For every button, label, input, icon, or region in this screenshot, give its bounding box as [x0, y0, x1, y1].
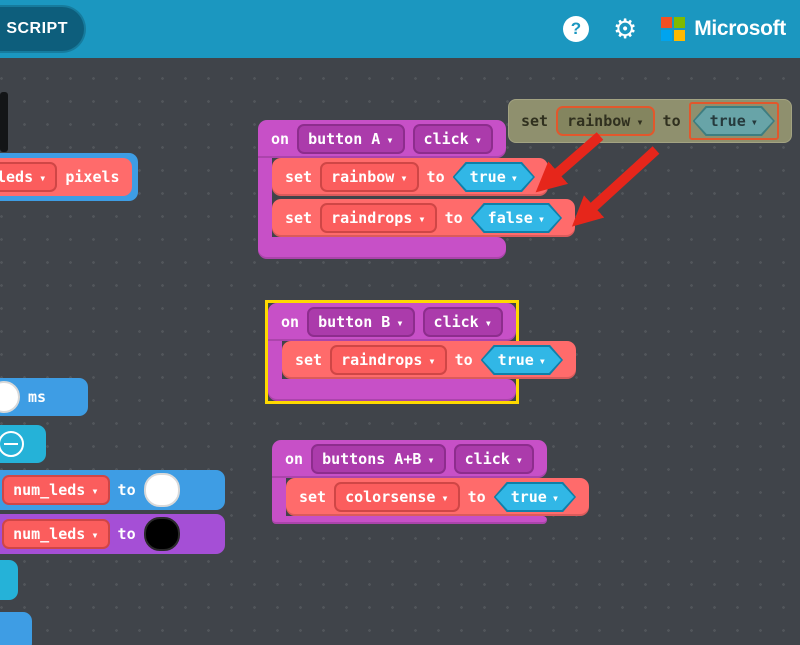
chevron-down-icon	[396, 313, 403, 331]
event-header[interactable]: on button A click	[258, 120, 506, 158]
microsoft-logo[interactable]: Microsoft	[661, 17, 786, 41]
minus-icon[interactable]	[0, 431, 24, 457]
event-type-dropdown[interactable]: click	[412, 124, 493, 154]
chevron-down-icon	[516, 450, 523, 468]
event-type-dropdown[interactable]: click	[453, 444, 535, 474]
variable-dropdown[interactable]: raindrops	[330, 345, 447, 375]
boolean-dropdown[interactable]: false	[471, 203, 562, 233]
event-header[interactable]: on buttons A+B click	[272, 440, 548, 478]
chevron-down-icon	[539, 351, 546, 369]
microsoft-wordmark: Microsoft	[694, 17, 786, 40]
to-keyword: to	[426, 168, 445, 186]
event-header[interactable]: on button B click	[268, 303, 516, 341]
num-leds-black-block[interactable]: to num_leds to	[0, 514, 225, 554]
to-keyword: to	[454, 351, 473, 369]
variable-dropdown[interactable]: rainbow	[320, 162, 419, 192]
help-icon[interactable]	[562, 16, 589, 42]
chevron-down-icon	[751, 112, 758, 130]
microsoft-squares-icon	[661, 17, 686, 41]
set-keyword: set	[285, 168, 313, 186]
variable-dropdown[interactable]: raindrops	[320, 203, 437, 233]
chevron-down-icon	[400, 168, 407, 186]
chevron-down-icon	[91, 481, 98, 499]
chevron-down-icon	[428, 351, 435, 369]
set-variable-block[interactable]: set raindrops to false	[272, 199, 576, 237]
chevron-down-icon	[418, 209, 425, 227]
ms-label: ms	[28, 388, 47, 406]
on-button-a-event-block[interactable]: on button A click set rainbow to	[258, 120, 576, 259]
partial-block-cyan[interactable]	[0, 425, 46, 463]
variable-dropdown[interactable]: colorsense	[334, 482, 460, 512]
color-swatch-white[interactable]	[143, 473, 180, 507]
to-keyword: to	[117, 481, 136, 499]
tab-javascript[interactable]: SCRIPT	[0, 7, 84, 51]
num-leds-white-block[interactable]: to num_leds to	[0, 470, 225, 510]
boolean-dropdown[interactable]: true	[481, 345, 563, 375]
pixels-label: pixels	[65, 168, 120, 186]
set-variable-block[interactable]: set raindrops to true	[282, 341, 577, 379]
partial-block-cyan-small[interactable]	[0, 560, 18, 600]
chevron-down-icon	[386, 130, 393, 148]
ms-duration-block[interactable]: ms	[0, 378, 88, 416]
set-keyword: set	[521, 112, 549, 130]
gear-icon[interactable]	[613, 16, 637, 43]
leds-dropdown[interactable]: leds	[0, 162, 58, 192]
header-actions: Microsoft	[562, 0, 786, 58]
chevron-down-icon	[636, 112, 643, 130]
to-keyword: to	[467, 488, 486, 506]
set-variable-block[interactable]: set rainbow to true	[272, 158, 548, 196]
set-keyword: set	[299, 488, 327, 506]
button-selector-dropdown[interactable]: button A	[297, 124, 405, 154]
partial-block-blue-bottom[interactable]	[0, 612, 32, 645]
number-slot[interactable]	[0, 381, 20, 413]
on-keyword: on	[271, 130, 290, 148]
on-keyword: on	[281, 313, 300, 331]
chevron-down-icon	[552, 488, 559, 506]
button-selector-dropdown[interactable]: button B	[307, 307, 415, 337]
to-keyword: to	[117, 525, 136, 543]
app-header: SCRIPT Microsoft	[0, 0, 800, 58]
set-keyword: set	[285, 209, 313, 227]
boolean-dropdown[interactable]: true	[494, 482, 576, 512]
variable-dropdown[interactable]: num_leds	[2, 475, 110, 505]
boolean-dropdown[interactable]: true	[453, 162, 535, 192]
button-selector-dropdown[interactable]: buttons A+B	[311, 444, 446, 474]
set-variable-block[interactable]: set colorsense to true	[286, 478, 590, 516]
leds-pixels-block[interactable]: leds pixels	[0, 158, 132, 196]
chevron-down-icon	[538, 209, 545, 227]
block-workspace[interactable]: leds pixels set rainbow to true on	[0, 58, 800, 645]
to-keyword: to	[662, 112, 681, 130]
ghost-set-variable-block[interactable]: set rainbow to true	[508, 99, 792, 143]
on-buttons-ab-event-block[interactable]: on buttons A+B click set colorsense to	[272, 440, 590, 524]
chevron-down-icon	[475, 130, 482, 148]
partial-block-dark[interactable]	[0, 92, 8, 152]
chevron-down-icon	[441, 488, 448, 506]
tab-javascript-label: SCRIPT	[6, 20, 68, 37]
chevron-down-icon	[39, 168, 46, 186]
set-keyword: set	[295, 351, 323, 369]
boolean-dropdown[interactable]: true	[693, 106, 775, 136]
chevron-down-icon	[91, 525, 98, 543]
variable-dropdown[interactable]: rainbow	[556, 106, 655, 136]
chevron-down-icon	[427, 450, 434, 468]
variable-dropdown[interactable]: num_leds	[2, 519, 110, 549]
chevron-down-icon	[511, 168, 518, 186]
on-keyword: on	[285, 450, 304, 468]
boolean-slot-highlight: true	[688, 102, 779, 140]
to-keyword: to	[444, 209, 463, 227]
color-swatch-black[interactable]	[143, 517, 180, 551]
event-type-dropdown[interactable]: click	[422, 307, 503, 337]
chevron-down-icon	[485, 313, 492, 331]
on-button-b-event-block[interactable]: on button B click set raindrops to	[265, 300, 577, 404]
